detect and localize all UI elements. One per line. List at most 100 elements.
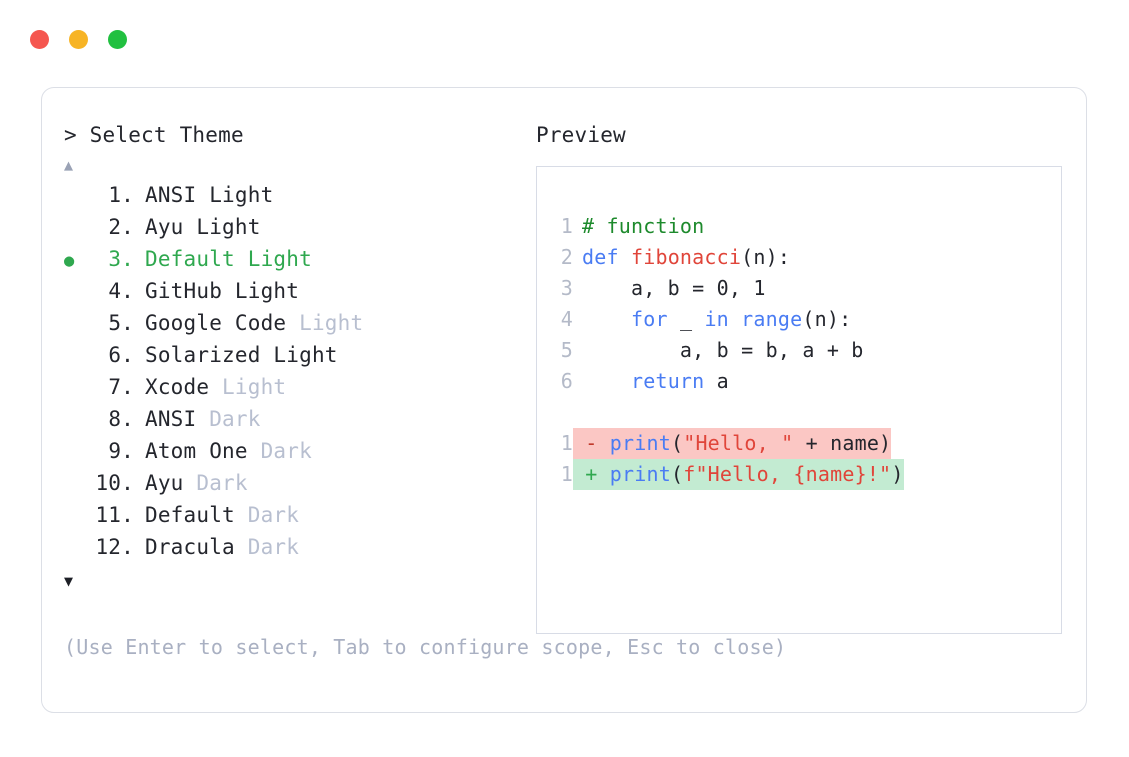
theme-list-item[interactable]: 11.Default Dark: [64, 499, 534, 531]
theme-item-name: Default: [145, 247, 235, 271]
theme-list-item[interactable]: 6. Solarized Light: [64, 339, 534, 371]
theme-item-number: 7.: [108, 375, 134, 399]
code-token: range: [741, 307, 803, 331]
code-token: in: [704, 307, 729, 331]
code-token: (: [670, 462, 684, 486]
theme-item-name: Atom One: [145, 439, 248, 463]
code-token: for: [630, 307, 668, 331]
maximize-window-button[interactable]: [108, 30, 127, 49]
theme-item-number: 8.: [108, 407, 134, 431]
code-line-text: for _ in range(n):: [573, 304, 851, 335]
code-line: 4 for _ in range(n):: [551, 304, 1061, 335]
code-token: (: [670, 431, 684, 455]
code-line-text: a, b = 0, 1: [573, 273, 766, 304]
theme-item-name: Dracula: [145, 535, 235, 559]
code-token: a, b = b, a + b: [582, 338, 864, 362]
theme-list-item[interactable]: 2. Ayu Light: [64, 211, 534, 243]
diff-line-text: - print("Hello, " + name): [573, 428, 892, 459]
code-line: 5 a, b = b, a + b: [551, 335, 1061, 366]
code-token: [582, 369, 631, 393]
theme-list-item[interactable]: 1.ANSI Light: [64, 179, 534, 211]
theme-list-item[interactable]: 5.Google Code Light: [64, 307, 534, 339]
code-line-text: return a: [573, 366, 729, 397]
line-number: 5: [560, 338, 573, 362]
minimize-window-button[interactable]: [69, 30, 88, 49]
code-token: "Hello, ": [683, 431, 794, 455]
theme-item-name: Xcode: [145, 375, 210, 399]
diff-minus-sign: -: [573, 431, 610, 455]
window-traffic-lights: [30, 30, 127, 49]
scroll-down-icon[interactable]: ▼: [64, 572, 74, 590]
code-line-text: def fibonacci(n):: [573, 242, 790, 273]
code-token: f"Hello, {name}!": [683, 462, 892, 486]
theme-list-item[interactable]: 9.Atom One Dark: [64, 435, 534, 467]
theme-item-number: 1.: [108, 183, 134, 207]
code-token: [582, 307, 631, 331]
theme-item-variant: Light: [209, 375, 287, 399]
theme-item-variant: Dark: [247, 439, 312, 463]
code-token: (n):: [802, 307, 852, 331]
theme-item-variant: Light: [260, 343, 338, 367]
code-token: fibonacci: [630, 245, 742, 269]
code-token: _: [667, 307, 705, 331]
scroll-up-icon[interactable]: ▲: [64, 156, 74, 174]
theme-item-name: Solarized: [145, 343, 261, 367]
line-number: 4: [560, 307, 573, 331]
theme-item-name: Ayu: [145, 471, 184, 495]
code-line-text: a, b = b, a + b: [573, 335, 864, 366]
theme-item-number: 6.: [108, 343, 134, 367]
theme-item-number: 3.: [108, 247, 134, 271]
diff-plus-sign: +: [573, 462, 610, 486]
theme-item-variant: Light: [234, 247, 312, 271]
theme-item-variant: Light: [183, 215, 261, 239]
theme-item-number: 4.: [108, 279, 134, 303]
theme-item-number: 2.: [108, 215, 134, 239]
theme-item-name: Ayu: [145, 215, 184, 239]
code-token: return: [630, 369, 705, 393]
theme-item-variant: Light: [286, 311, 364, 335]
theme-list-item[interactable]: 12.Dracula Dark: [64, 531, 534, 563]
code-line-text: # function: [573, 211, 704, 242]
theme-list-item[interactable]: 7. Xcode Light: [64, 371, 534, 403]
theme-item-variant: Dark: [234, 503, 300, 527]
theme-item-variant: Dark: [183, 471, 248, 495]
selected-bullet-icon: ●: [64, 251, 75, 271]
theme-list-item[interactable]: 4.GitHub Light: [64, 275, 534, 307]
preview-label: Preview: [536, 123, 626, 147]
code-line: 1# function: [551, 211, 1061, 242]
line-number: 1: [560, 431, 573, 455]
code-line: 6 return a: [551, 366, 1061, 397]
code-token: a: [704, 369, 729, 393]
theme-item-name: Default: [145, 503, 235, 527]
code-token: ): [891, 462, 904, 486]
line-number: 3: [560, 276, 573, 300]
code-token: print: [609, 462, 671, 486]
theme-item-number: 5.: [108, 311, 134, 335]
theme-item-variant: Dark: [196, 407, 261, 431]
diff-lines: 1 - print("Hello, " + name)1 + print(f"H…: [551, 428, 1061, 490]
theme-item-variant: Dark: [234, 535, 300, 559]
close-window-button[interactable]: [30, 30, 49, 49]
theme-list-item[interactable]: 8. ANSI Dark: [64, 403, 534, 435]
code-token: (n):: [741, 245, 791, 269]
theme-list-item[interactable]: 10. Ayu Dark: [64, 467, 534, 499]
theme-list-item[interactable]: ● 3. Default Light: [64, 243, 534, 275]
line-number: 2: [560, 245, 573, 269]
theme-item-variant: Light: [222, 279, 300, 303]
theme-item-name: ANSI: [145, 407, 197, 431]
code-token: a, b = 0, 1: [582, 276, 766, 300]
diff-added-line: 1 + print(f"Hello, {name}!"): [551, 459, 1061, 490]
code-token: [729, 307, 741, 331]
diff-removed-line: 1 - print("Hello, " + name): [551, 428, 1061, 459]
code-token: def: [582, 245, 631, 269]
theme-item-number: 10.: [95, 471, 134, 495]
line-number: 1: [560, 462, 573, 486]
